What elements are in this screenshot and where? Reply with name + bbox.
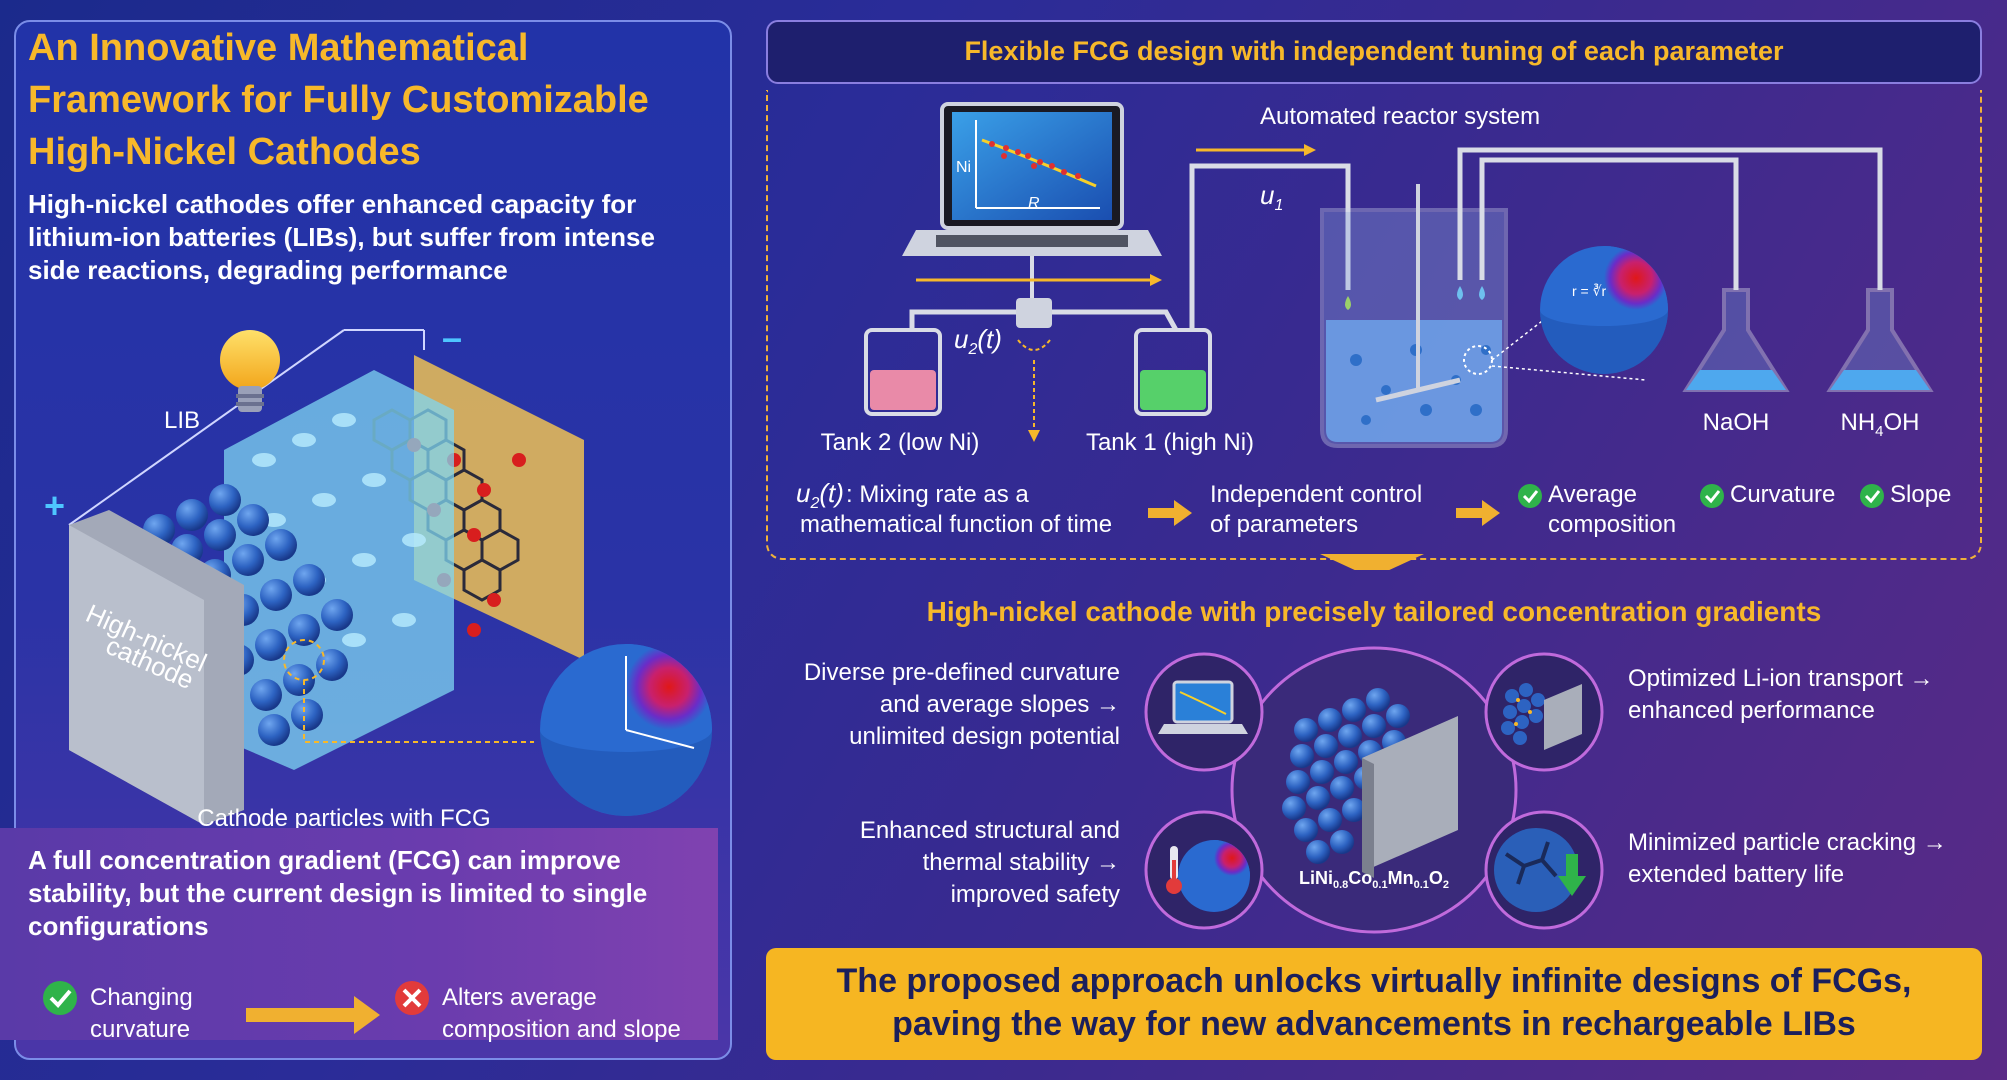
process-title: Flexible FCG design with independent tun… <box>964 36 1784 66</box>
mix-text-1: : Mixing rate as a <box>846 481 1029 508</box>
nh4oh-label: NH4OH <box>1840 409 1919 440</box>
indep-text-1: Independent control <box>1210 481 1422 508</box>
check-icon <box>1700 484 1724 508</box>
curvature-tradeoff: Changing curvature Alters average compos… <box>43 981 681 1043</box>
slope-text: Slope <box>1890 481 1951 508</box>
results-diagram: Diverse pre-defined curvature and averag… <box>804 646 1947 934</box>
bl-text-2: thermal stability → <box>923 849 1120 876</box>
nh4oh-flask <box>1826 288 1934 392</box>
check-icon <box>1518 484 1542 508</box>
left-title: An Innovative Mathematical Framework for… <box>28 27 649 173</box>
mixing-valve <box>1016 298 1052 328</box>
cross-text-1: Alters average <box>442 984 597 1011</box>
li-ion-transport-circle <box>1484 652 1604 772</box>
lightbulb-icon <box>220 330 280 412</box>
anode-layer <box>414 355 584 660</box>
cross-text-2: composition and slope <box>442 1016 681 1043</box>
reactor-label: Automated reactor system <box>1260 103 1540 130</box>
u1-label: u1 <box>1260 180 1283 214</box>
curvature-text: Curvature <box>1730 481 1835 508</box>
cross-icon <box>395 981 429 1015</box>
br-text-2: extended battery life <box>1628 861 1844 888</box>
center-particles <box>1282 688 1410 864</box>
tr-text-1: Optimized Li-ion transport → <box>1628 665 1933 692</box>
avg-text-1: Average <box>1548 481 1637 508</box>
arrow-right-icon <box>1148 500 1192 526</box>
tl-text-1: Diverse pre-defined curvature <box>804 659 1120 686</box>
center-cathode-slab <box>1362 716 1458 872</box>
reactor-diagram: Ni R u2(t) Tank 2 (low Ni) Tank 1 (high … <box>796 102 1951 570</box>
laptop-icon <box>902 102 1162 256</box>
tank2-beaker <box>864 328 942 416</box>
tl-text-2: and average slopes → <box>880 691 1120 718</box>
tank2-label: Tank 2 (low Ni) <box>821 429 980 456</box>
reactor-beaker <box>1320 184 1508 448</box>
conclusion-text: The proposed approach unlocks virtually … <box>766 960 1982 1046</box>
tank1-beaker <box>1134 328 1212 416</box>
fcg-particle-zoom-icon <box>1540 246 1668 374</box>
check-text-2: curvature <box>90 1016 190 1043</box>
minus-terminal: – <box>442 317 462 358</box>
left-note: A full concentration gradient (FCG) can … <box>28 845 648 941</box>
thermal-stability-circle <box>1144 810 1264 930</box>
check-icon <box>43 981 77 1015</box>
lib-label: LIB <box>164 407 200 434</box>
conclusion-banner <box>766 948 1982 1060</box>
left-intro: High-nickel cathodes offer enhanced capa… <box>28 189 655 285</box>
plot-ni-label: Ni <box>956 159 971 176</box>
fcg-particle-icon <box>540 644 712 816</box>
br-text-1: Minimized particle cracking → <box>1628 829 1947 856</box>
indep-text-2: of parameters <box>1210 511 1358 538</box>
battery-illustration: LIB + – <box>44 317 712 832</box>
design-laptop-circle <box>1144 652 1264 772</box>
naoh-flask <box>1682 288 1790 392</box>
mix-u2: u2(t) <box>796 478 844 512</box>
check-icon <box>1860 484 1884 508</box>
mix-text-2: mathematical function of time <box>800 511 1112 538</box>
tl-text-3: unlimited design potential <box>849 723 1120 750</box>
check-text-1: Changing <box>90 984 193 1011</box>
chevron-down-icon <box>1320 554 1424 570</box>
plus-terminal: + <box>44 485 65 526</box>
tr-text-2: enhanced performance <box>1628 697 1875 724</box>
separator <box>224 370 454 770</box>
results-title: High-nickel cathode with precisely tailo… <box>926 596 1822 627</box>
bl-text-1: Enhanced structural and <box>860 817 1120 844</box>
reagent-pipes <box>1457 147 1883 290</box>
plot-r-label: R <box>1028 195 1040 212</box>
particles-caption: Cathode particles with FCG <box>197 805 490 832</box>
conclusion-line-2: paving the way for new advancements in r… <box>892 1005 1856 1043</box>
radius-formula: r = ∛r <box>1572 283 1607 299</box>
process-title-bar <box>766 20 1982 84</box>
cathode-formula: LiNi0.8Co0.1Mn0.1O2 <box>1299 868 1449 891</box>
arrow-right-icon <box>246 996 380 1034</box>
battery-outline <box>68 329 345 526</box>
tank1-label: Tank 1 (high Ni) <box>1086 429 1254 456</box>
conclusion-line-1: The proposed approach unlocks virtually … <box>836 962 1912 1000</box>
arrow-right-icon <box>1456 500 1500 526</box>
u2-label: u2(t) <box>954 324 1002 358</box>
naoh-label: NaOH <box>1703 409 1770 436</box>
crack-resistance-circle <box>1484 810 1604 930</box>
avg-text-2: composition <box>1548 511 1676 538</box>
bl-text-3: improved safety <box>951 881 1120 908</box>
